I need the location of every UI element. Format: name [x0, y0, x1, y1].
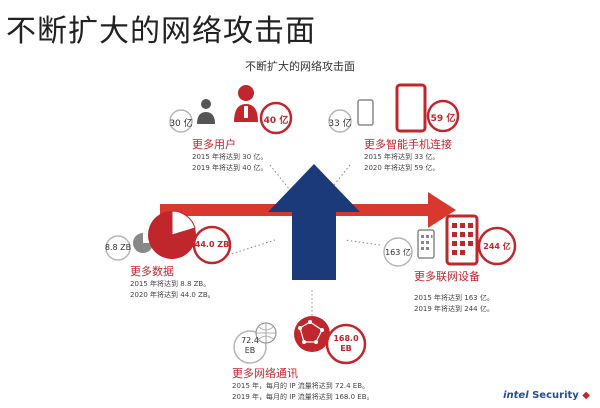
diagram-title: 不断扩大的网络攻击面 [245, 60, 355, 73]
phone-red-icon [395, 83, 427, 133]
traffic-line-2: 2019 年，每月的 IP 流量将达到 168.0 EB。 [232, 393, 374, 401]
devices-text-block: 更多联网设备 2015 年将达到 163 亿。 2019 年将达到 244 亿。 [414, 270, 494, 315]
logo-product: Security [532, 390, 579, 401]
users-small-circle [169, 109, 193, 133]
devices-large-value: 244 亿 [483, 242, 511, 251]
connector-lines [227, 164, 381, 320]
device-red-icon [445, 214, 479, 266]
person-red-icon [234, 85, 258, 122]
globe-red-icon [294, 316, 330, 352]
data-group [105, 210, 232, 265]
phones-large-circle [426, 99, 460, 133]
data-large-circle [192, 225, 232, 265]
data-large-value: 44.0 ZB [194, 240, 230, 249]
data-title: 更多数据 [130, 265, 174, 278]
phones-small-value: 33 亿 [328, 119, 352, 129]
users-line-1: 2015 年将达到 30 亿。 [192, 153, 268, 161]
traffic-large-circle [325, 323, 367, 365]
users-line-2: 2019 年将达到 40 亿。 [192, 164, 268, 172]
globe-gray-icon [255, 322, 277, 344]
smartphones-group [328, 83, 460, 133]
traffic-small-value: 72.4 EB [241, 336, 259, 355]
phones-title: 更多智能手机连接 [364, 138, 452, 151]
pie-red-icon [148, 210, 196, 259]
traffic-large-value: 168.0 EB [333, 334, 359, 353]
devices-group [383, 214, 517, 267]
data-line-1: 2015 年将达到 8.8 ZB。 [130, 280, 211, 288]
intel-security-logo: intel Security ◆ [503, 390, 590, 401]
data-small-value: 8.8 ZB [104, 243, 132, 252]
data-line-2: 2020 年将达到 44.0 ZB。 [130, 291, 215, 299]
traffic-title: 更多网络通讯 [232, 367, 298, 380]
devices-small-circle [383, 237, 413, 267]
phones-small-circle [328, 109, 352, 133]
users-group [169, 85, 293, 135]
devices-title: 更多联网设备 [414, 270, 480, 283]
navy-up-arrow [268, 164, 360, 280]
users-small-value: 30 亿 [169, 119, 193, 129]
traffic-text-block: 更多网络通讯 2015 年，每月的 IP 流量将达到 72.4 EB。 2019… [232, 367, 374, 403]
slide-title: 不断扩大的网络攻击面 [6, 14, 316, 49]
users-large-value: 40 亿 [263, 116, 289, 126]
phones-line-1: 2015 年将达到 33 亿。 [364, 153, 440, 161]
person-gray-icon [197, 99, 215, 124]
users-title: 更多用户 [192, 138, 236, 151]
users-large-circle [259, 101, 293, 135]
devices-small-value: 163 亿 [385, 248, 411, 257]
traffic-group [233, 316, 367, 365]
phones-text-block: 更多智能手机连接 2015 年将达到 33 亿。 2020 年将达到 59 亿。 [364, 138, 452, 174]
devices-large-circle [477, 226, 517, 266]
devices-line-1: 2015 年将达到 163 亿。 [414, 294, 494, 302]
phones-line-2: 2020 年将达到 59 亿。 [364, 164, 440, 172]
logo-brand: intel [503, 390, 529, 401]
users-text-block: 更多用户 2015 年将达到 30 亿。 2019 年将达到 40 亿。 [192, 138, 267, 174]
device-gray-icon [417, 229, 435, 259]
devices-line-2: 2019 年将达到 244 亿。 [414, 305, 494, 313]
data-text-block: 更多数据 2015 年将达到 8.8 ZB。 2020 年将达到 44.0 ZB… [130, 265, 215, 301]
traffic-line-1: 2015 年，每月的 IP 流量将达到 72.4 EB。 [232, 382, 370, 390]
shield-icon: ◆ [582, 390, 590, 401]
phones-large-value: 59 亿 [430, 114, 456, 124]
phone-gray-icon [357, 99, 374, 126]
data-small-circle [105, 235, 131, 261]
